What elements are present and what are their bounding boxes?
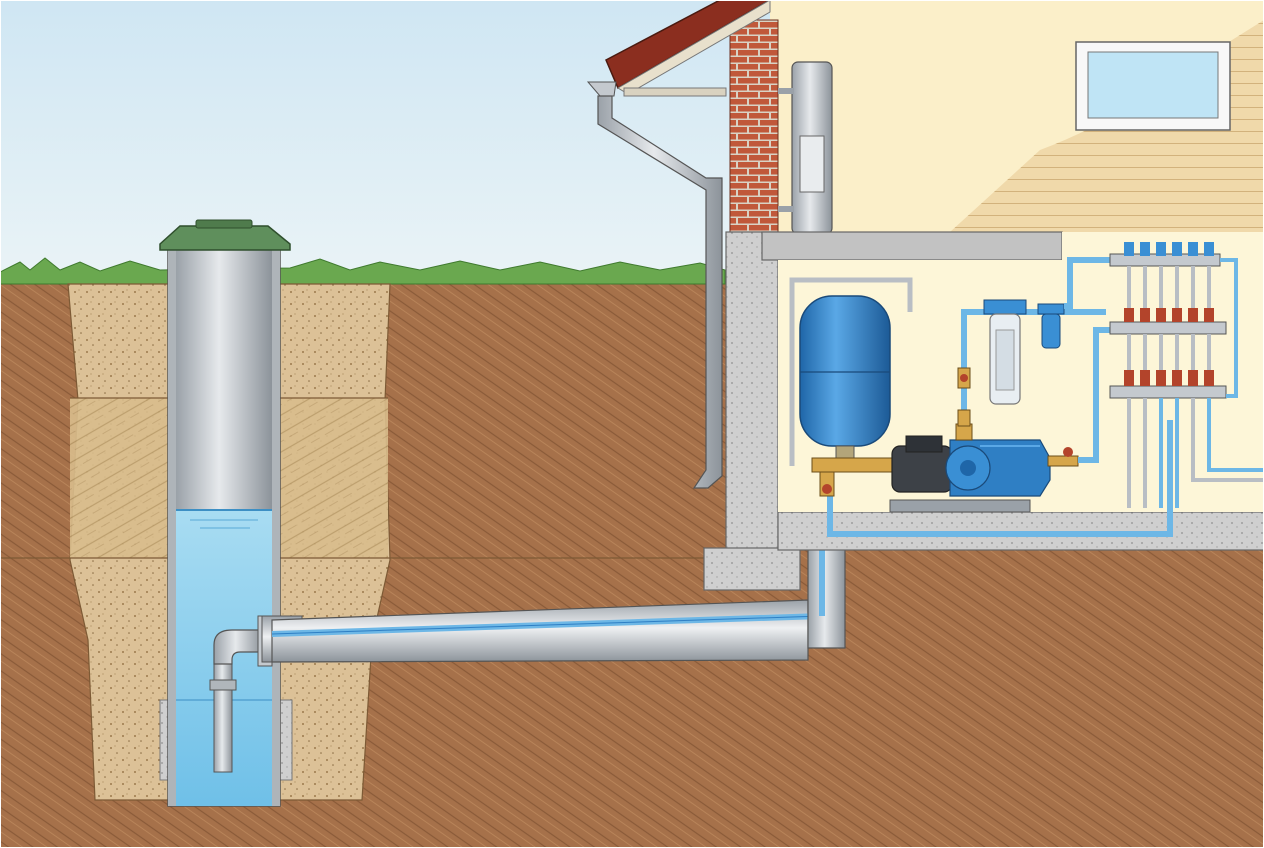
floor-feed-pipe (827, 420, 1173, 537)
wall-heater-column (778, 61, 833, 235)
secondary-filter-icon (1037, 303, 1065, 349)
manifold-bottom-ports (1124, 370, 1214, 386)
brick-column (729, 19, 779, 233)
pressure-tank-icon (799, 295, 891, 465)
surface-pump-icon (889, 423, 1079, 513)
house-structure (605, 0, 1264, 235)
downspout (586, 81, 723, 489)
distribution-manifold-icon (1109, 242, 1264, 508)
manifold-supply-line (1064, 257, 1118, 309)
foundation-footing (703, 547, 801, 591)
pump-outlet-line (1078, 327, 1118, 463)
manifold-outlet-lines (1127, 258, 1264, 508)
well-cap (159, 219, 291, 251)
roof-edge (605, 0, 772, 90)
house-window (1075, 41, 1231, 131)
ceiling-slab (761, 231, 1063, 261)
underground-supply-pipe (271, 599, 823, 663)
manifold-middle-ports (1124, 308, 1214, 322)
water-filter-icon (983, 299, 1027, 405)
manifold-top-ports (1124, 242, 1214, 256)
manifold-branch-pipes (1127, 266, 1211, 370)
pressure-line-gray (789, 277, 913, 466)
foundation-wall (725, 231, 779, 553)
